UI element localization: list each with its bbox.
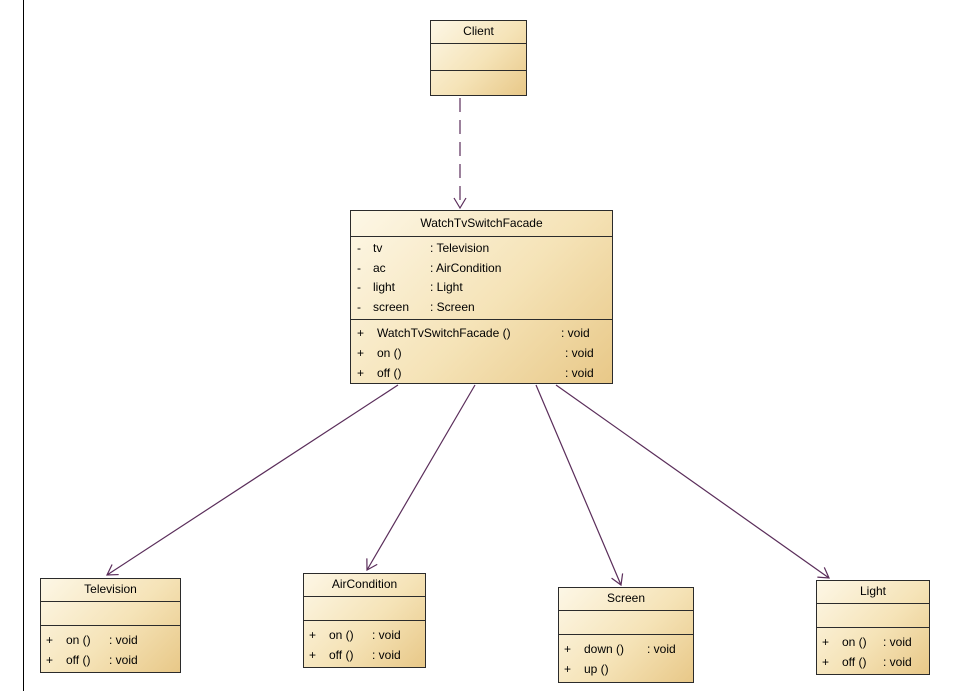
- attribute-type: : Light: [430, 280, 463, 294]
- operation-name: off (): [377, 366, 402, 380]
- operation-row: + WatchTvSwitchFacade () : void: [351, 323, 612, 343]
- operations-compartment: + down () : void + up (): [559, 635, 693, 679]
- operation-name: on (): [66, 633, 91, 647]
- operations-compartment: + on () : void + off () : void: [817, 628, 929, 672]
- operation-name: on (): [377, 346, 402, 360]
- attribute-row: - screen : Screen: [351, 298, 612, 318]
- class-name: Client: [431, 21, 526, 44]
- operation-name: off (): [66, 653, 91, 667]
- operation-row: + off () : void: [817, 652, 929, 672]
- operations-compartment: + on () : void + off () : void: [41, 626, 180, 670]
- class-television[interactable]: Television + on () : void + off () : voi…: [40, 578, 181, 673]
- operation-name: down (): [584, 642, 625, 656]
- operation-return-type: : void: [565, 366, 594, 380]
- class-name: Screen: [559, 588, 693, 611]
- operations-compartment: [431, 71, 526, 97]
- attribute-type: : Television: [430, 241, 490, 255]
- attributes-compartment: [817, 604, 929, 628]
- class-name: Television: [41, 579, 180, 602]
- operation-return-type: : void: [372, 648, 401, 662]
- operation-return-type: : void: [109, 633, 138, 647]
- class-client[interactable]: Client: [430, 20, 527, 96]
- canvas-left-border: [23, 0, 24, 691]
- attributes-compartment: - tv : Television - ac : AirCondition - …: [351, 237, 612, 320]
- operation-name: on (): [842, 635, 867, 649]
- operation-name: off (): [329, 648, 354, 662]
- operation-row: + on () : void: [351, 343, 612, 363]
- operation-row: + off () : void: [41, 650, 180, 670]
- operation-return-type: : void: [109, 653, 138, 667]
- operation-row: + on () : void: [817, 632, 929, 652]
- attributes-compartment: [41, 602, 180, 626]
- attribute-row: - light : Light: [351, 278, 612, 298]
- operation-row: + up (): [559, 659, 693, 679]
- class-watch-tv-switch-facade[interactable]: WatchTvSwitchFacade - tv : Television - …: [350, 210, 613, 384]
- attribute-row: - ac : AirCondition: [351, 259, 612, 279]
- operation-name: on (): [329, 628, 354, 642]
- attribute-type: : Screen: [430, 299, 475, 314]
- operation-return-type: : void: [883, 635, 912, 649]
- attributes-compartment: [304, 597, 425, 621]
- operation-return-type: : void: [565, 346, 594, 360]
- operation-return-type: : void: [883, 655, 912, 669]
- class-name: WatchTvSwitchFacade: [351, 211, 612, 237]
- attribute-name: screen: [373, 299, 410, 314]
- attribute-name: ac: [373, 260, 386, 275]
- class-aircondition[interactable]: AirCondition + on () : void + off () : v…: [303, 573, 426, 668]
- operations-compartment: + on () : void + off () : void: [304, 621, 425, 665]
- operation-row: + on () : void: [41, 630, 180, 650]
- operation-name: WatchTvSwitchFacade (): [377, 326, 511, 340]
- operation-row: + down () : void: [559, 639, 693, 659]
- class-name: Light: [817, 581, 929, 604]
- class-name: AirCondition: [304, 574, 425, 597]
- association-facade-light[interactable]: [555, 384, 830, 579]
- operation-row: + on () : void: [304, 625, 425, 645]
- class-light[interactable]: Light + on () : void + off () : void: [816, 580, 930, 675]
- operation-return-type: : void: [647, 642, 676, 656]
- attribute-row: - tv : Television: [351, 239, 612, 259]
- association-facade-television[interactable]: [106, 384, 399, 576]
- attribute-name: light: [373, 280, 396, 294]
- operation-return-type: : void: [372, 628, 401, 642]
- operation-row: + off () : void: [351, 363, 612, 383]
- attributes-compartment: [559, 611, 693, 635]
- association-facade-aircondition[interactable]: [366, 384, 476, 572]
- operations-compartment: + WatchTvSwitchFacade () : void + on () …: [351, 320, 612, 389]
- class-screen[interactable]: Screen + down () : void + up (): [558, 587, 694, 683]
- operation-name: up (): [584, 662, 609, 676]
- operation-return-type: : void: [561, 326, 590, 340]
- association-facade-screen[interactable]: [535, 384, 624, 587]
- attribute-name: tv: [373, 241, 383, 255]
- attributes-compartment: [431, 44, 526, 71]
- operation-row: + off () : void: [304, 645, 425, 665]
- operation-name: off (): [842, 655, 867, 669]
- attribute-type: : AirCondition: [430, 260, 502, 275]
